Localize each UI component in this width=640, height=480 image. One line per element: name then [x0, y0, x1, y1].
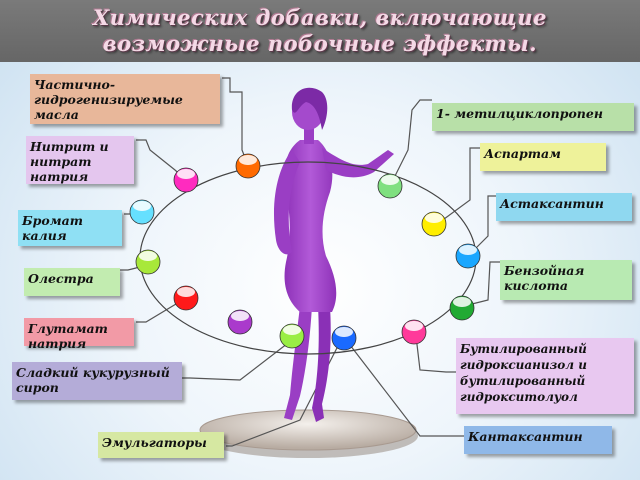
bead-highlight [335, 327, 353, 337]
label-astaxanthin: Астаксантин [496, 193, 632, 221]
bead-highlight [177, 287, 195, 297]
bead-highlight [453, 297, 471, 307]
label-text: Кантаксантин [468, 429, 583, 444]
figure-neck [304, 122, 314, 144]
bead [421, 211, 447, 237]
label-text: Сладкий кукурузный сироп [16, 365, 170, 395]
bead-highlight [283, 325, 301, 335]
label-bha-bht: Бутилированный гидроксианизол и бутилиро… [456, 338, 634, 414]
bead-highlight [459, 245, 477, 255]
connector-l10 [415, 335, 456, 373]
bead [129, 199, 155, 225]
bead [279, 323, 305, 349]
bead-highlight [239, 155, 257, 165]
connector-l4 [439, 147, 480, 223]
connector-l5 [469, 195, 496, 255]
label-text: Глутамат натрия [28, 321, 108, 351]
label-text: 1- метилциклопропен [436, 106, 603, 121]
bead-ring [129, 153, 481, 351]
bead-highlight [405, 321, 423, 331]
bead [173, 167, 199, 193]
bead-highlight [177, 169, 195, 179]
label-partially-hydrogenated-oils: Частично-гидрогенизируемые масла [30, 74, 220, 124]
label-text: Бензойная кислота [504, 263, 585, 293]
bead [455, 243, 481, 269]
bead [449, 295, 475, 321]
title-bar: Химических добавки, включающие возможные… [0, 0, 640, 62]
bead [401, 319, 427, 345]
figure-torso [284, 140, 337, 312]
label-text: Аспартам [484, 146, 561, 161]
label-canthaxanthin: Кантаксантин [464, 426, 612, 454]
label-monosodium-glutamate: Глутамат натрия [24, 318, 134, 351]
label-olestra: Олестра [24, 268, 120, 296]
label-high-fructose-corn-syrup: Сладкий кукурузный сироп [12, 362, 182, 400]
label-aspartame: Аспартам [480, 143, 606, 171]
bead-highlight [425, 213, 443, 223]
label-potassium-bromate: Бромат калия [18, 210, 122, 246]
label-text: Эмульгаторы [102, 435, 207, 450]
bead-highlight [133, 201, 151, 211]
figure-leg-right [312, 306, 331, 422]
connector-l2 [391, 99, 432, 183]
figure-leg-left [284, 306, 312, 420]
label-text: Бромат калия [22, 213, 83, 243]
bead-highlight [139, 251, 157, 261]
connector-l11 [182, 339, 293, 381]
label-benzoic-acid: Бензойная кислота [500, 260, 632, 300]
bead [227, 309, 253, 335]
label-text: Астаксантин [500, 196, 604, 211]
label-text: Нитрит и нитрат натрия [30, 139, 109, 184]
label-methylcyclopropene: 1- метилциклопропен [432, 103, 634, 131]
connector-l13 [349, 344, 464, 437]
label-text: Бутилированный гидроксианизол и бутилиро… [460, 342, 587, 404]
woman-figure [273, 87, 394, 422]
connector-l9 [136, 297, 187, 323]
bead [173, 285, 199, 311]
connector-l1 [222, 77, 249, 166]
bead [135, 249, 161, 275]
bead [377, 173, 403, 199]
bead-highlight [381, 175, 399, 185]
bead [235, 153, 261, 179]
connector-l7 [463, 261, 500, 307]
label-text: Олестра [28, 271, 94, 286]
figure-arm-left [273, 150, 300, 255]
pedestal-top [199, 409, 417, 451]
bead-highlight [231, 311, 249, 321]
bead [331, 325, 357, 351]
label-sodium-nitrite-nitrate: Нитрит и нитрат натрия [26, 136, 134, 184]
figure-hair [291, 87, 328, 130]
label-text: Частично-гидрогенизируемые масла [34, 77, 183, 122]
slide-title: Химических добавки, включающие возможные… [92, 5, 548, 56]
label-emulsifiers: Эмульгаторы [98, 432, 224, 458]
